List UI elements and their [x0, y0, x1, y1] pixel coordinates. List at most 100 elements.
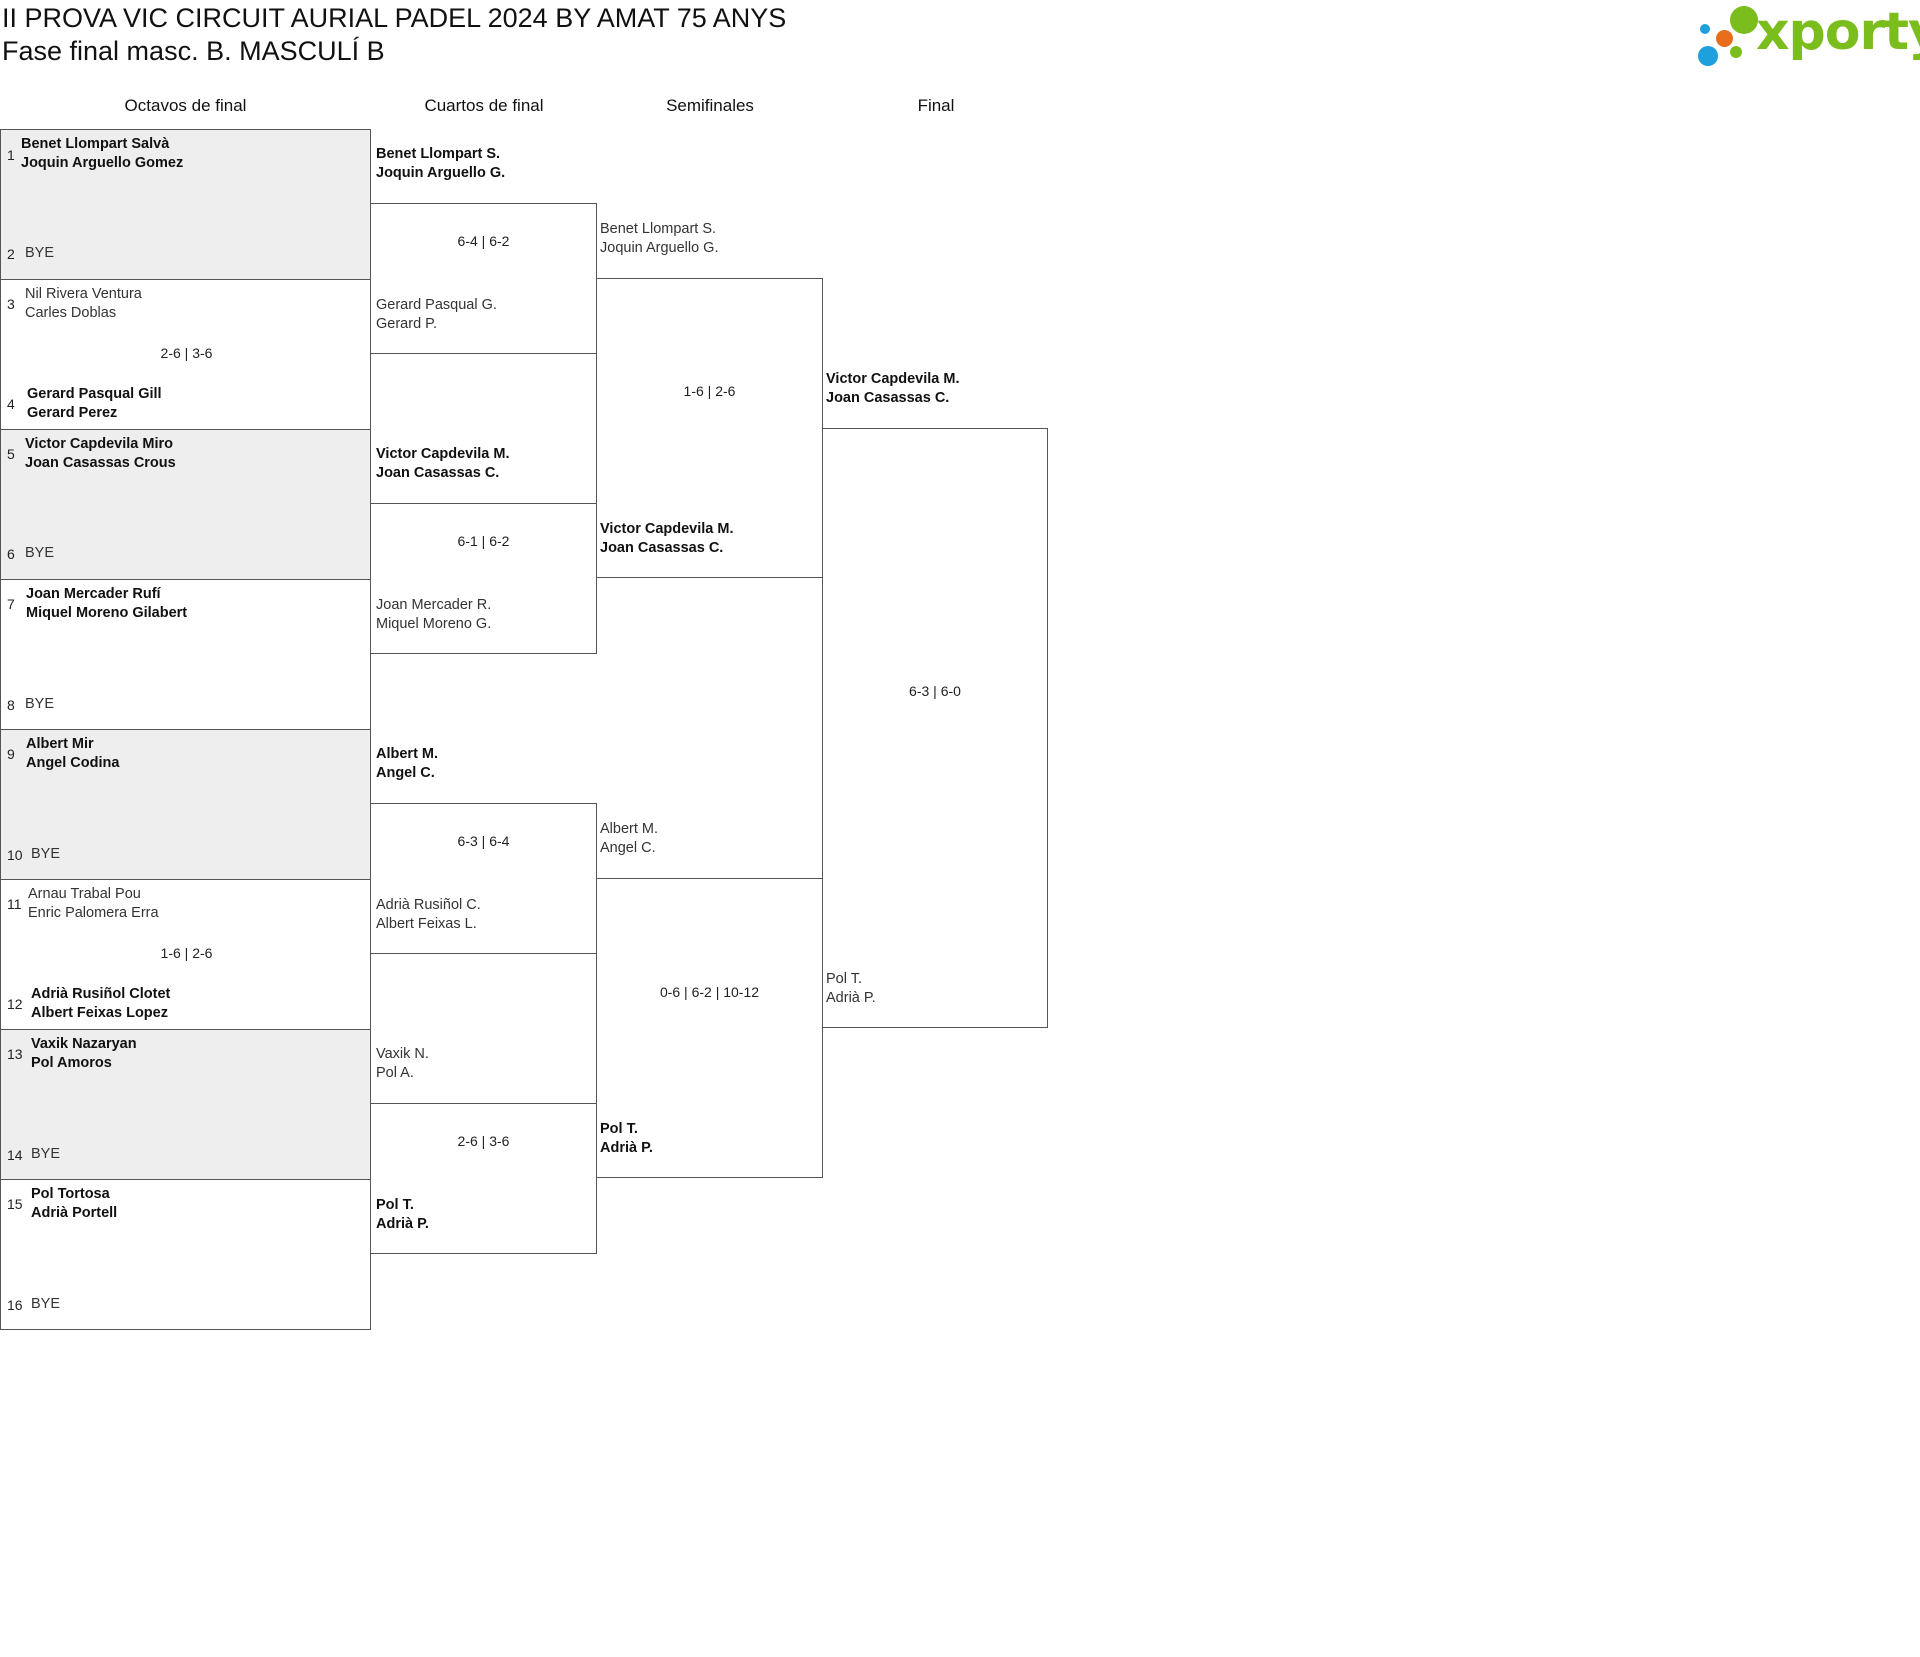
- player-name: Nil Rivera Ventura: [25, 286, 142, 302]
- player-name: Pol T.: [600, 1121, 638, 1137]
- r16-match-1: 1 Benet Llompart Salvà Joquin Arguello G…: [0, 129, 371, 280]
- player-name: Vaxik Nazaryan: [31, 1036, 137, 1052]
- player-name: Adrià P.: [600, 1140, 653, 1156]
- r16-match-2: 3 Nil Rivera Ventura Carles Doblas 2-6 |…: [0, 279, 371, 430]
- player-name: Joan Casassas C.: [600, 540, 724, 556]
- r16-team-12[interactable]: Adrià Rusiñol Clotet Albert Feixas Lopez: [31, 985, 170, 1023]
- player-name: Joan Mercader Rufí: [26, 586, 161, 602]
- player-name: Angel Codina: [26, 755, 120, 771]
- player-name: Benet Llompart S.: [600, 221, 717, 237]
- player-name: Gerard P.: [376, 316, 437, 332]
- qf-1-top-team[interactable]: Benet Llompart S. Joquin Arguello G.: [376, 145, 505, 183]
- player-name: Joquin Arguello G.: [600, 240, 719, 256]
- logo-dot-green-small: [1730, 46, 1742, 58]
- r16-team-2-bye: BYE: [25, 245, 55, 261]
- qf-3-top-team[interactable]: Albert M. Angel C.: [376, 745, 438, 783]
- player-name: Albert M.: [600, 821, 659, 837]
- round-header-final: Final: [917, 96, 955, 115]
- sf-2-top-team[interactable]: Albert M. Angel C.: [600, 820, 658, 858]
- seed-number: 6: [7, 546, 15, 562]
- seed-number: 15: [7, 1196, 23, 1212]
- qf-1-bottom-team[interactable]: Gerard Pasqual G. Gerard P.: [376, 296, 497, 334]
- player-name: Adrià Rusiñol Clotet: [31, 986, 171, 1002]
- player-name: Enric Palomera Erra: [28, 905, 159, 921]
- player-name: Albert M.: [376, 746, 439, 762]
- player-name: Joquin Arguello G.: [376, 165, 506, 181]
- sf-2-bottom-team[interactable]: Pol T. Adrià P.: [600, 1120, 653, 1158]
- match-score: 2-6 | 3-6: [160, 345, 213, 361]
- seed-number: 1: [7, 147, 15, 163]
- seed-number: 9: [7, 746, 15, 762]
- xporty-logo[interactable]: xporty: [1690, 2, 1920, 68]
- r16-team-7[interactable]: Joan Mercader Rufí Miquel Moreno Gilaber…: [26, 585, 187, 623]
- logo-dot-green: [1730, 6, 1758, 34]
- player-name: Benet Llompart Salvà: [21, 136, 170, 152]
- player-name: Victor Capdevila M.: [826, 371, 960, 387]
- round-header-octavos: Octavos de final: [124, 96, 247, 115]
- player-name: Pol Tortosa: [31, 1186, 110, 1202]
- qf-2-top-team[interactable]: Victor Capdevila M. Joan Casassas C.: [376, 445, 510, 483]
- seed-number: 16: [7, 1297, 23, 1313]
- sf-1-bottom-team[interactable]: Victor Capdevila M. Joan Casassas C.: [600, 520, 734, 558]
- seed-number: 2: [7, 246, 15, 262]
- r16-team-15[interactable]: Pol Tortosa Adrià Portell: [31, 1185, 117, 1223]
- final-bottom-team[interactable]: Pol T. Adrià P.: [826, 970, 876, 1008]
- logo-dot-blue: [1698, 46, 1718, 66]
- r16-match-8: 15 Pol Tortosa Adrià Portell 16 BYE: [0, 1179, 371, 1330]
- sf-match-2-bracket: [596, 878, 823, 1178]
- match-score: 1-6 | 2-6: [683, 383, 736, 399]
- r16-team-4[interactable]: Gerard Pasqual Gill Gerard Perez: [27, 385, 162, 423]
- match-score: 6-4 | 6-2: [457, 233, 510, 249]
- player-name: Victor Capdevila Miro: [25, 436, 173, 452]
- round-header-cuartos: Cuartos de final: [424, 96, 544, 115]
- qf-3-bottom-team[interactable]: Adrià Rusiñol C. Albert Feixas L.: [376, 896, 481, 934]
- match-score: 1-6 | 2-6: [160, 945, 213, 961]
- r16-team-9[interactable]: Albert Mir Angel Codina: [26, 735, 119, 773]
- seed-number: 3: [7, 296, 15, 312]
- qf-match-4-bracket: [370, 1103, 597, 1254]
- player-name: Arnau Trabal Pou: [28, 886, 141, 902]
- r16-team-1[interactable]: Benet Llompart Salvà Joquin Arguello Gom…: [21, 135, 183, 173]
- player-name: Miquel Moreno G.: [376, 616, 492, 632]
- r16-team-3[interactable]: Nil Rivera Ventura Carles Doblas: [25, 285, 142, 323]
- logo-dot-blue-small: [1700, 24, 1710, 34]
- qf-4-top-team[interactable]: Vaxik N. Pol A.: [376, 1045, 429, 1083]
- player-name: Pol T.: [376, 1197, 414, 1213]
- seed-number: 10: [7, 847, 23, 863]
- qf-match-2-bracket: [370, 503, 597, 654]
- player-name: Adrià Rusiñol C.: [376, 897, 481, 913]
- r16-team-14-bye: BYE: [31, 1146, 61, 1162]
- r16-team-13[interactable]: Vaxik Nazaryan Pol Amoros: [31, 1035, 137, 1073]
- player-name: Adrià P.: [376, 1216, 429, 1232]
- r16-team-5[interactable]: Victor Capdevila Miro Joan Casassas Crou…: [25, 435, 176, 473]
- player-name: Joan Casassas C.: [376, 465, 500, 481]
- r16-match-4: 7 Joan Mercader Rufí Miquel Moreno Gilab…: [0, 579, 371, 730]
- seed-number: 5: [7, 446, 15, 462]
- r16-team-8-bye: BYE: [25, 696, 55, 712]
- player-name: Carles Doblas: [25, 305, 117, 321]
- r16-team-11[interactable]: Arnau Trabal Pou Enric Palomera Erra: [28, 885, 159, 923]
- player-name: Angel C.: [600, 840, 656, 856]
- seed-number: 13: [7, 1046, 23, 1062]
- player-name: Joan Mercader R.: [376, 597, 492, 613]
- player-name: Adrià P.: [826, 990, 876, 1006]
- player-name: Pol A.: [376, 1065, 414, 1081]
- seed-number: 8: [7, 697, 15, 713]
- player-name: Angel C.: [376, 765, 435, 781]
- player-name: Albert Mir: [26, 736, 94, 752]
- r16-match-7: 13 Vaxik Nazaryan Pol Amoros 14 BYE: [0, 1029, 371, 1180]
- player-name: Albert Feixas L.: [376, 916, 477, 932]
- qf-2-bottom-team[interactable]: Joan Mercader R. Miquel Moreno G.: [376, 596, 491, 634]
- sf-1-top-team[interactable]: Benet Llompart S. Joquin Arguello G.: [600, 220, 719, 258]
- player-name: Victor Capdevila M.: [600, 521, 734, 537]
- qf-4-bottom-team[interactable]: Pol T. Adrià P.: [376, 1196, 429, 1234]
- player-name: Vaxik N.: [376, 1046, 429, 1062]
- final-top-team[interactable]: Victor Capdevila M. Joan Casassas C.: [826, 370, 960, 408]
- r16-team-6-bye: BYE: [25, 545, 55, 561]
- player-name: Victor Capdevila M.: [376, 446, 510, 462]
- player-name: Benet Llompart S.: [376, 146, 501, 162]
- player-name: Adrià Portell: [31, 1205, 118, 1221]
- seed-number: 12: [7, 996, 23, 1012]
- r16-match-3: 5 Victor Capdevila Miro Joan Casassas Cr…: [0, 429, 371, 580]
- player-name: Pol T.: [826, 971, 863, 987]
